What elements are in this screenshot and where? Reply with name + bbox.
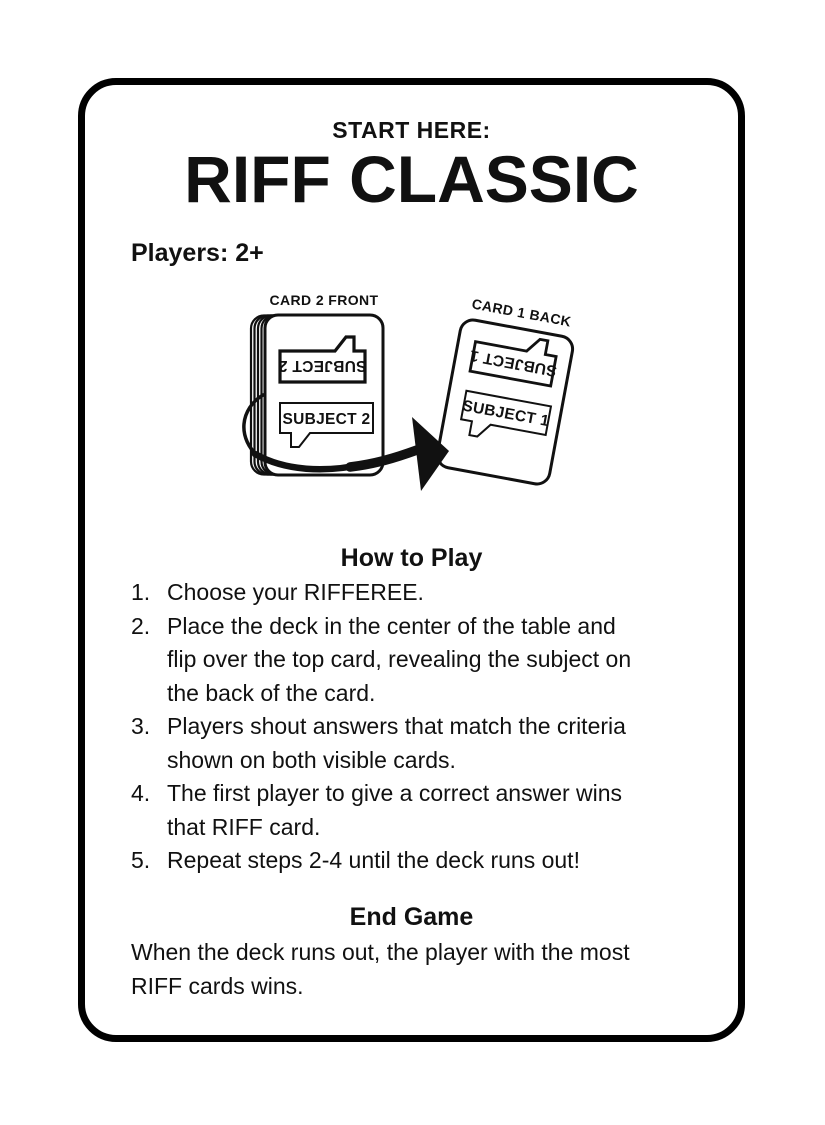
page-title: RIFF CLASSIC [184,142,639,216]
flip-arrow-icon [242,393,449,491]
step-number: 4. [131,780,151,806]
rules-card-border [78,78,745,1042]
step-number: 2. [131,612,151,639]
players-count: Players: 2+ [131,239,264,267]
left-card-label: CARD 2 FRONT [269,292,378,308]
step-text: Choose your RIFFEREE. [167,579,424,605]
list-item: 1. Choose your RIFFEREE. [131,576,696,610]
left-bubble-top-text: SUBJECT 2 [279,357,367,374]
list-item: 3. Players shout answers that match the … [131,710,696,777]
list-item: 2. Place the deck in the center of the t… [131,610,696,711]
step-text: Repeat steps 2-4 until the deck runs out… [167,847,580,873]
step-text: Place the deck in the center of the tabl… [167,612,632,706]
card-flip-diagram: CARD 2 FRONT SUBJECT 2 SUBJECT 2 CARD 1 … [242,292,575,491]
list-item: 5. Repeat steps 2-4 until the deck runs … [131,844,696,878]
speech-bubble-icon [279,402,374,448]
step-number: 1. [131,579,151,605]
step-number: 3. [131,713,151,739]
how-to-play-list: 1. Choose your RIFFEREE. 2. Place the de… [131,576,696,878]
speech-bubble-icon [278,335,367,384]
end-game-heading: End Game [349,903,474,931]
speech-bubble-icon [468,337,558,388]
step-text: Players shout answers that match the cri… [167,713,626,773]
how-to-play-heading: How to Play [340,544,483,572]
step-number: 5. [131,847,151,873]
start-here-kicker: START HERE: [332,117,491,143]
speech-bubble-icon [459,389,553,438]
list-item: 4. The first player to give a correct an… [131,777,696,844]
card-deck: CARD 2 FRONT SUBJECT 2 SUBJECT 2 [249,292,385,477]
step-text: The first player to give a correct answe… [167,780,623,840]
flipped-card: CARD 1 BACK SUBJECT 1 SUBJECT 1 [435,295,575,486]
card-2-front [263,313,385,477]
left-bubble-bottom-text: SUBJECT 2 [283,411,371,428]
end-game-text: When the deck runs out, the player with … [131,939,630,999]
